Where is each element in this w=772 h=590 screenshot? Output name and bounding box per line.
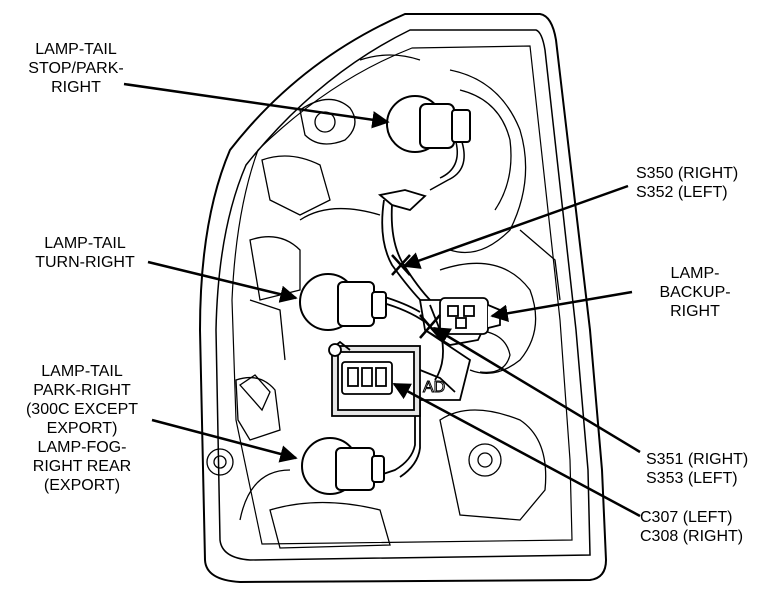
label-s351: S351 (RIGHT) S353 (LEFT): [646, 451, 749, 487]
svg-text:AD: AD: [423, 379, 445, 396]
park-fog-bulb: [301, 437, 385, 495]
leader-backup: [490, 290, 633, 322]
label-stop-park: LAMP-TAIL STOP/PARK- RIGHT: [28, 41, 124, 96]
label-park-fog: LAMP-TAIL PARK-RIGHT (300C EXCEPT EXPORT…: [25, 363, 139, 494]
leader-s350: [402, 184, 629, 269]
backup-lamp-connector: [439, 297, 501, 335]
lamp-interior: [206, 54, 561, 549]
leader-stop-park: [123, 82, 390, 129]
leader-lines: [123, 82, 641, 518]
label-c307: C307 (LEFT) C308 (RIGHT): [640, 509, 744, 545]
stop-park-bulb: [386, 95, 471, 191]
label-backup: LAMP- BACKUP- RIGHT: [659, 265, 731, 320]
leader-turn: [147, 260, 298, 303]
leader-c307: [392, 382, 641, 518]
label-turn: LAMP-TAIL TURN-RIGHT: [35, 235, 135, 271]
label-s350: S350 (RIGHT) S352 (LEFT): [636, 165, 739, 201]
leader-s351: [432, 326, 641, 454]
leader-park-fog: [151, 418, 298, 463]
turn-bulb: [299, 273, 387, 331]
c307-connector: AD: [328, 340, 456, 417]
